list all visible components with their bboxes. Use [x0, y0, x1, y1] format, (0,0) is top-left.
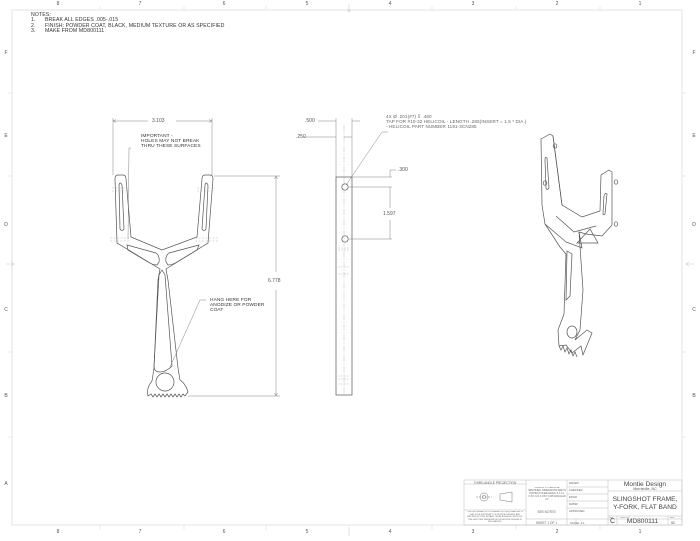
- side-view-dimensions: [304, 118, 396, 240]
- dimension-width: 3.103: [152, 118, 165, 124]
- zone-ticks: [8, 6, 686, 530]
- drawing-number: MD800111: [626, 518, 659, 525]
- center-mark-top: [346, 4, 352, 13]
- zone-row-label: F: [4, 50, 8, 56]
- row-checked: CHECKED: [569, 488, 583, 492]
- dimension-height: 6.778: [268, 278, 281, 284]
- row-approved: APPROVED: [569, 509, 585, 513]
- rev-label: REV.: [670, 516, 675, 519]
- dimension-thickness: .500: [305, 118, 315, 124]
- row-dwnr: DWNR: [569, 502, 578, 506]
- center-mark-left: [6, 261, 15, 267]
- zone-col-label: 3: [471, 529, 475, 535]
- zone-col-label: 2: [555, 529, 559, 535]
- notes-heading: NOTES:: [31, 12, 51, 18]
- zone-row-label: C: [4, 307, 8, 313]
- callout-line: HANG HERE FOR: [210, 298, 252, 303]
- zone-col-label: 6: [222, 1, 226, 7]
- company-location: Morrisville, NC: [633, 487, 657, 491]
- zone-col-label: 5: [305, 529, 309, 535]
- callout-line: COAT: [210, 308, 224, 313]
- front-view: [114, 174, 214, 398]
- callout-line: TAP FOR #10-32 HELICOIL - LENGTH .285(IN…: [386, 119, 527, 124]
- dimension-hole-spacing: 1.597: [383, 211, 396, 217]
- proprietary-statement: THE INFORMATION CONTAINED IN THIS DRAWIN…: [467, 511, 523, 524]
- title-block-grid: [463, 479, 683, 526]
- callout-line: 4X Ø .201(#7) ⊽ .460: [386, 114, 432, 119]
- drawing-title-line1: SLINGSHOT FRAME,: [612, 496, 678, 503]
- dimension-center: .250: [296, 134, 306, 140]
- see-notes: SEE NOTES: [537, 510, 556, 514]
- note-number: 1.: [31, 17, 36, 23]
- side-view-centerlines: [338, 125, 350, 395]
- dimension-top-hole: .300: [398, 167, 408, 173]
- zone-row-label: D: [692, 222, 696, 228]
- sheet-number: SHEET 1 OF 1: [535, 520, 558, 525]
- zone-row-label: C: [692, 307, 696, 313]
- row-drawn: DRAWN: [569, 481, 580, 485]
- callout-line: THRU THESE SURFACES: [141, 144, 201, 149]
- front-view-hidden-lines: [110, 187, 218, 242]
- zone-col-label: 1: [638, 1, 642, 7]
- zone-row-label: F: [692, 50, 696, 56]
- row-engr: ENGR: [569, 495, 578, 499]
- center-mark-right: [685, 261, 694, 267]
- callout-line: HOLES MAY NOT BREAK: [141, 139, 200, 144]
- zone-col-label: 6: [222, 529, 226, 535]
- side-view: [335, 176, 353, 396]
- zone-col-label: 7: [138, 529, 142, 535]
- zone-col-label: 8: [56, 1, 60, 7]
- sheet-border: [11, 9, 683, 526]
- zone-row-label: E: [4, 133, 8, 139]
- zone-col-label: 4: [388, 1, 392, 7]
- zone-row-label: D: [4, 222, 8, 228]
- note-number: 3.: [31, 28, 36, 34]
- note-text: MAKE FROM MD800111: [45, 28, 105, 34]
- note-number: 2.: [31, 22, 36, 29]
- zone-row-label: B: [692, 393, 696, 399]
- zone-row-label: B: [4, 393, 8, 399]
- drawing-title-line2: Y-FORK, FLAT BAND: [613, 504, 677, 511]
- projection-label: THIRD ANGLE PROJECTION: [473, 480, 517, 485]
- zone-col-label: 1: [638, 529, 642, 535]
- note-text: FINISH: POWDER COAT, BLACK, MEDIUM TEXTU…: [45, 22, 225, 29]
- sheet-size: C: [610, 518, 616, 525]
- zone-col-label: 8: [56, 529, 60, 535]
- zone-row-label: A: [4, 481, 8, 487]
- zone-col-label: 3: [471, 1, 475, 7]
- dwg-no-label: DWG. NO.: [620, 516, 631, 519]
- front-view-dimensions: [112, 118, 280, 397]
- callout-line: IMPORTANT -: [141, 134, 173, 139]
- third-angle-projection-symbol: [476, 491, 513, 503]
- company-name: Montie Design: [623, 480, 667, 488]
- zone-row-label: E: [692, 133, 696, 139]
- zone-col-label: 7: [138, 1, 142, 7]
- scale: SCALE: 1:1: [570, 520, 585, 525]
- revision: 00: [671, 520, 676, 525]
- tolerance-notes: UNLESS OTHERWISE SPECIFIED: DIMENSIONS A…: [528, 487, 566, 501]
- isometric-view: [540, 133, 619, 358]
- zone-col-label: 5: [305, 1, 309, 7]
- note-text: BREAK ALL EDGES .005-.015: [45, 17, 119, 23]
- size-label: SIZE: [609, 516, 614, 519]
- zone-col-label: 2: [555, 1, 559, 7]
- zone-col-label: 4: [388, 529, 392, 535]
- callout-line: ANODIZE OR POWDER: [210, 303, 265, 308]
- callout-line: - HELICOIL PART NUMBER 1191-3CN285: [386, 124, 477, 129]
